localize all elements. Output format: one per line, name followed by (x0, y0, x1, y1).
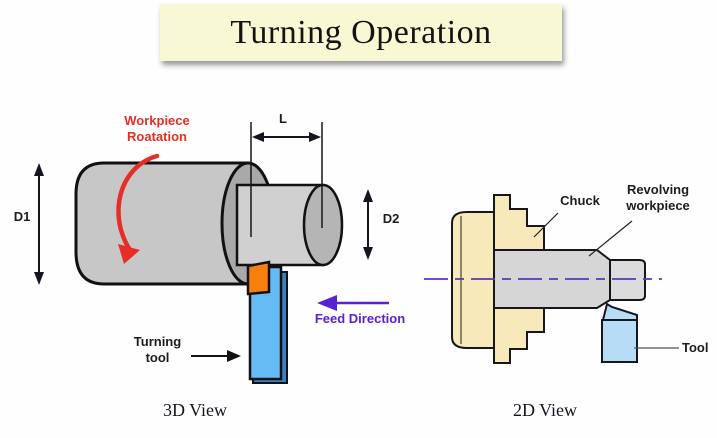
d2-label: D2 (382, 211, 400, 226)
2d-view-group (424, 194, 679, 364)
d1-label: D1 (13, 209, 31, 224)
l-arrowhead-right (309, 132, 321, 142)
3d-view-caption: 3D View (162, 400, 228, 420)
page-title: Turning Operation (230, 14, 492, 51)
tool-label: Tool (682, 340, 709, 355)
tool-pointer-head (227, 350, 241, 362)
workpiece-turned-end-face (302, 183, 344, 267)
feed-arrow-head (317, 295, 337, 311)
length-dimension (250, 122, 323, 237)
chuck-back-plate (451, 211, 497, 349)
feed-direction-label: Feed Direction (314, 311, 406, 326)
turning-tool-label: Turning tool (133, 334, 182, 365)
tool-2d-body (601, 319, 638, 363)
2d-view-caption: 2D View (512, 400, 578, 420)
3d-view-group (34, 122, 389, 384)
revolving-workpiece-label: Revolving workpiece (626, 182, 690, 213)
d2-dimension-arrow (363, 189, 373, 260)
d2-arrowhead-bottom (363, 247, 373, 260)
l-arrowhead-left (252, 132, 264, 142)
l-label: L (279, 111, 287, 126)
turning-tool-insert (246, 260, 271, 296)
title-banner: Turning Operation (160, 4, 562, 61)
d1-dimension-arrow (34, 163, 44, 285)
chuck-label: Chuck (560, 193, 600, 208)
feed-direction-arrow (317, 295, 389, 311)
rotation-arrow-head (118, 244, 140, 264)
chuck-leader-line (533, 212, 559, 238)
tool-2d-tip (601, 302, 638, 321)
workpiece-leader-line (588, 220, 633, 257)
workpiece-rotation-arrow (116, 153, 160, 264)
d1-arrowhead-top (34, 163, 44, 176)
rotation-arrow-arc (116, 153, 160, 253)
turning-tool-pointer-arrow (191, 350, 241, 362)
workpiece-rotation-label: Workpiece Roatation (124, 113, 190, 144)
d1-arrowhead-bottom (34, 272, 44, 285)
revolving-workpiece-turned-step (609, 259, 646, 301)
d2-arrowhead-top (363, 189, 373, 202)
